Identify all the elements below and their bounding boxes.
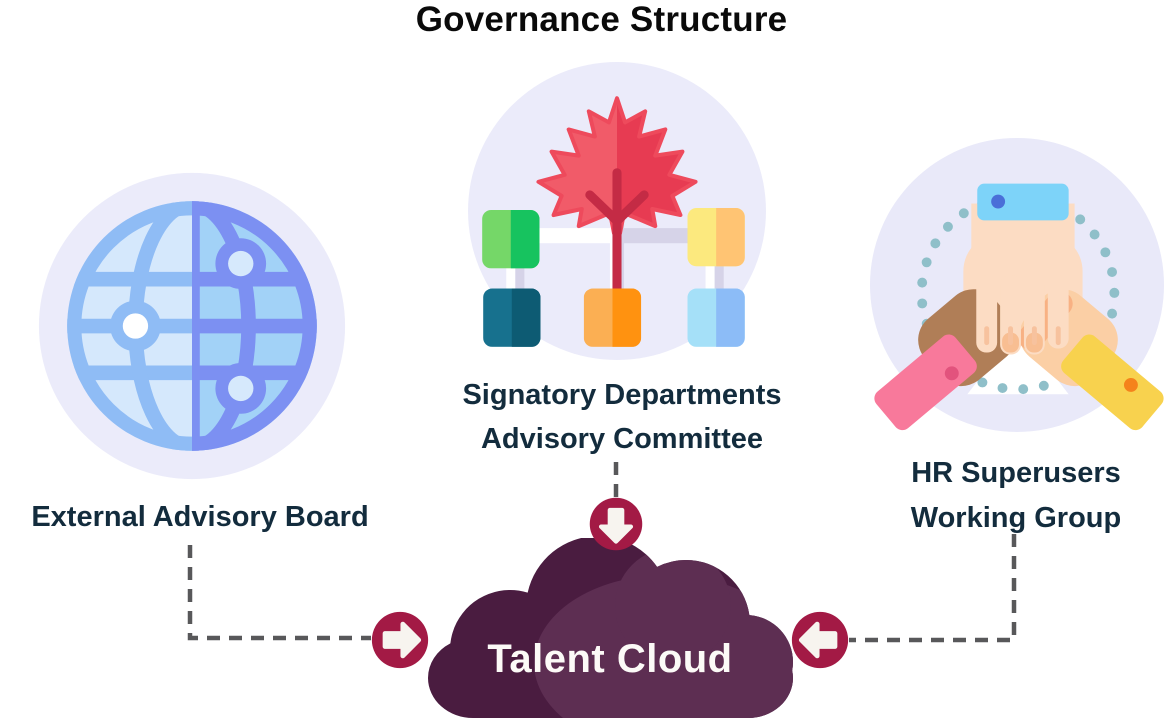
org-chart-maple-leaf-icon [468, 62, 766, 360]
hr-superusers-label: HR Superusers Working Group [866, 451, 1166, 541]
connector-external-to-cloud [187, 545, 371, 641]
talent-cloud-shape [428, 538, 793, 718]
connector-hr-to-cloud [849, 534, 1017, 643]
down-arrow-icon [589, 497, 643, 551]
signatory-label-line1: Signatory Departments [462, 379, 782, 411]
signatory-label-line2: Advisory Committee [480, 423, 763, 455]
left-arrow-icon [791, 611, 849, 669]
globe-icon [38, 172, 346, 480]
talent-cloud-label: Talent Cloud [487, 637, 733, 681]
hands-teamwork-icon [869, 137, 1165, 432]
page-title: Governance Structure [415, 0, 788, 39]
external-advisory-board-label: External Advisory Board [31, 501, 369, 533]
hr-label-line1: HR Superusers [911, 457, 1121, 489]
hr-label-line2: Working Group [910, 502, 1122, 534]
right-arrow-icon [371, 611, 429, 669]
signatory-departments-label: Signatory Departments Advisory Committee [402, 373, 842, 461]
